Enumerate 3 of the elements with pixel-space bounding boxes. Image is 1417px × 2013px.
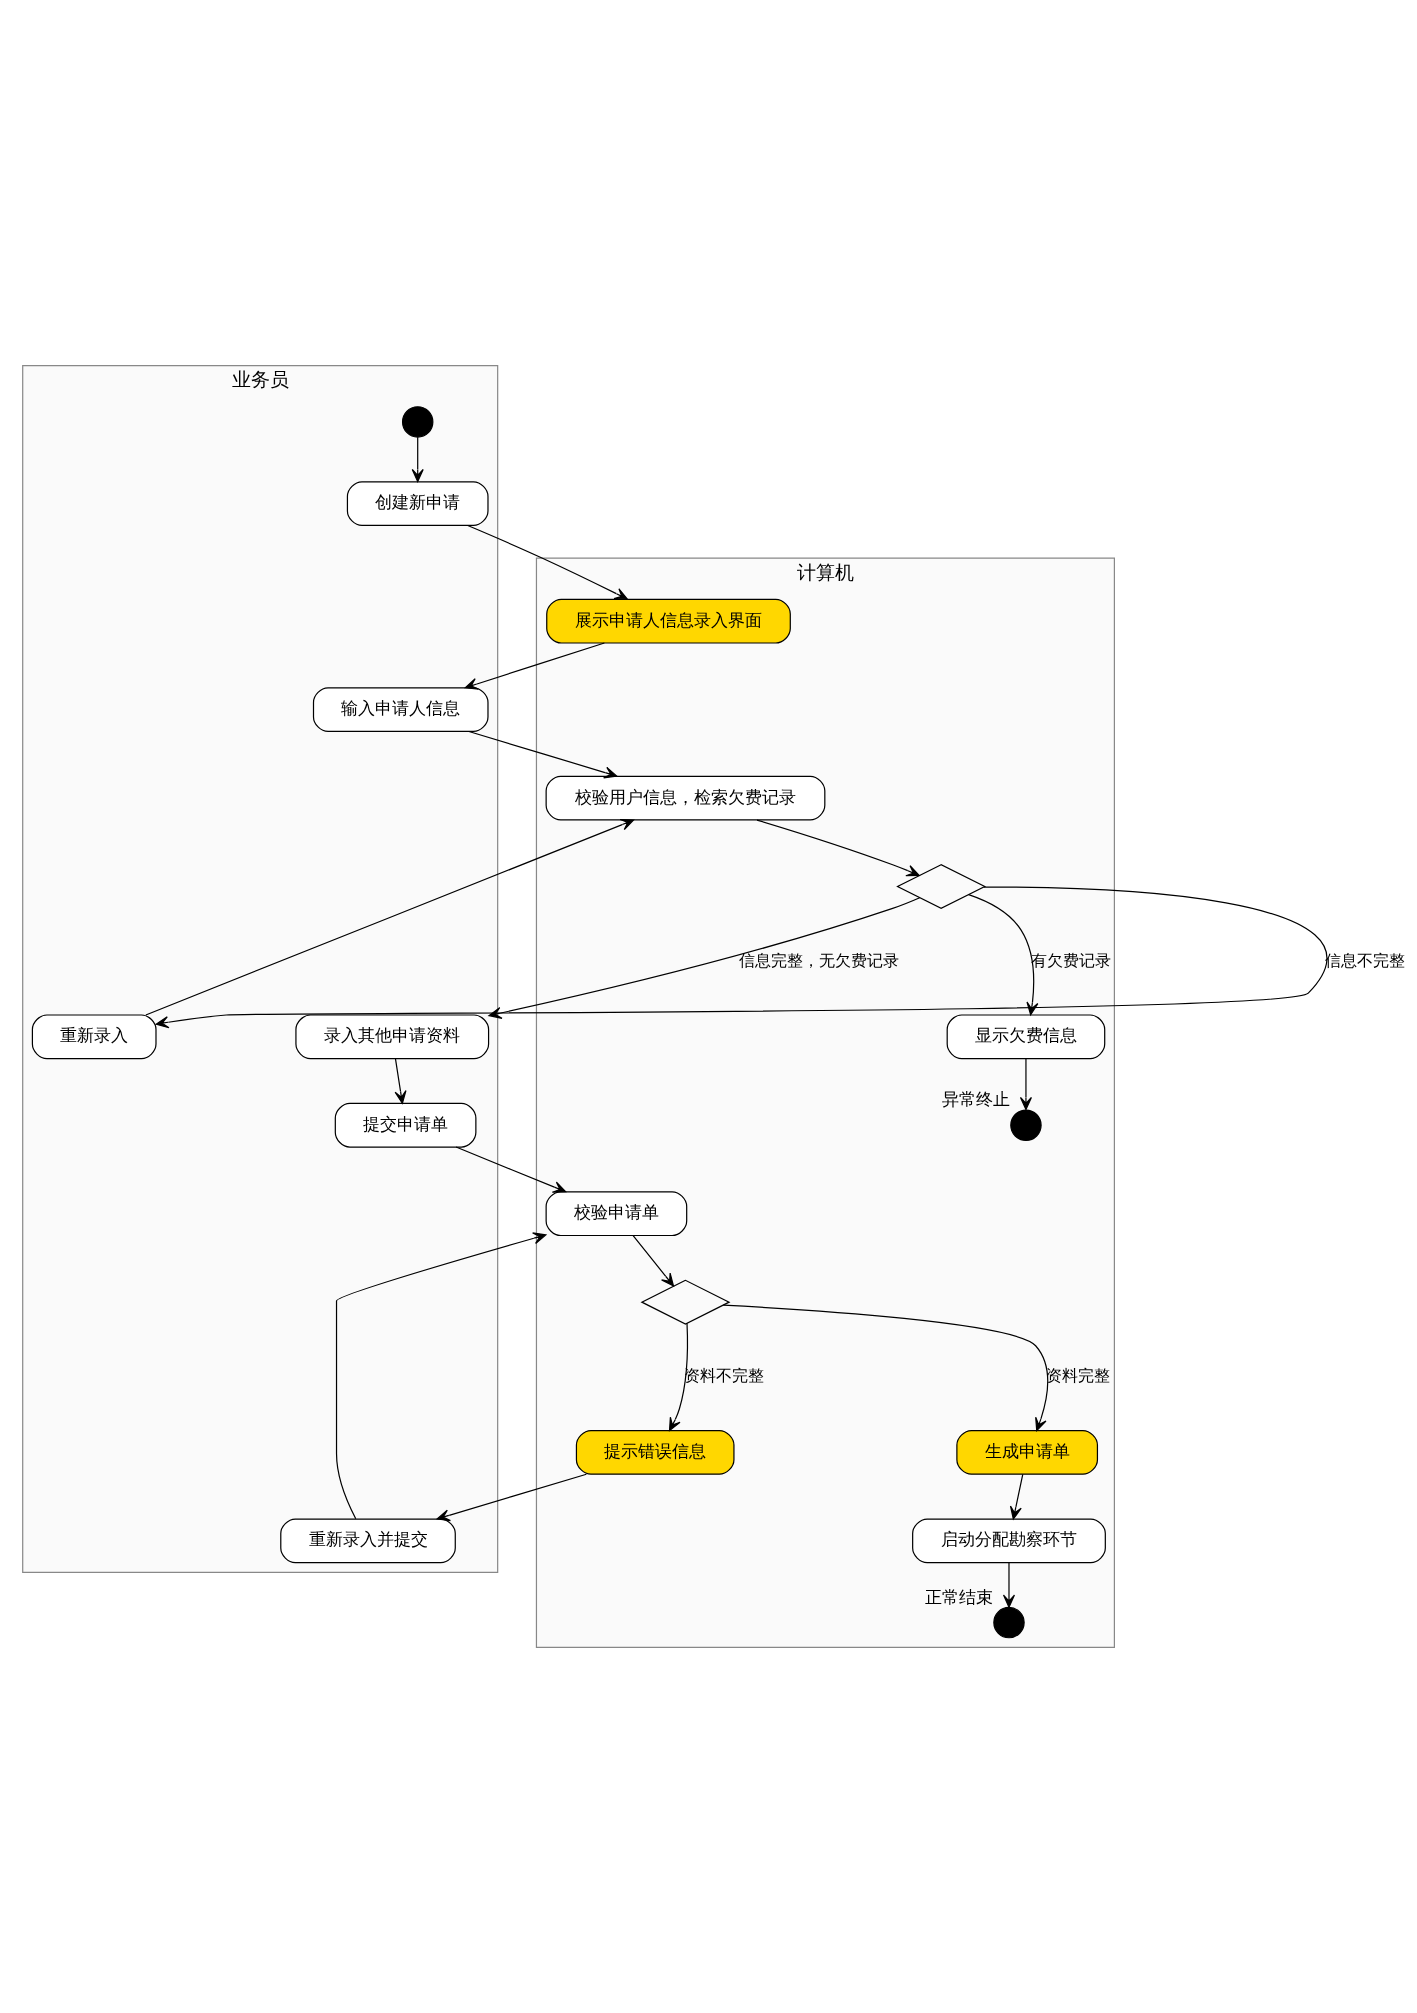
node-label: 正常结束	[924, 1586, 993, 1607]
edge-label: 信息完整，无欠费记录	[738, 950, 899, 970]
node-label: 异常终止	[941, 1089, 1010, 1110]
